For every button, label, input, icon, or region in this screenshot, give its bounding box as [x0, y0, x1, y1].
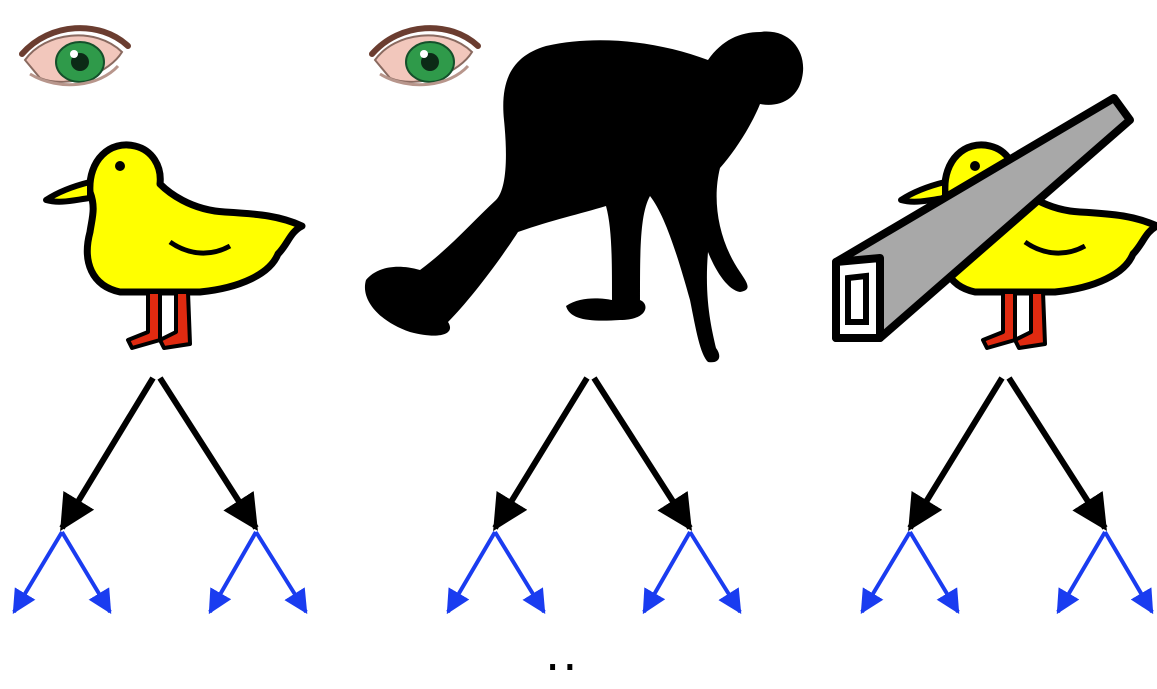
- secondary-arrow: [910, 532, 958, 612]
- secondary-arrow: [690, 532, 740, 612]
- secondary-arrow: [448, 532, 495, 612]
- continuation-ellipsis: ..: [545, 630, 645, 678]
- secondary-arrow: [495, 532, 544, 612]
- secondary-arrow: [62, 532, 110, 612]
- secondary-arrow: [862, 532, 910, 612]
- primary-arrow: [495, 378, 587, 528]
- secondary-arrow: [210, 532, 256, 612]
- secondary-arrow: [1105, 532, 1152, 612]
- duck-icon: [46, 145, 302, 348]
- secondary-arrow: [644, 532, 690, 612]
- primary-arrow: [1009, 378, 1105, 528]
- secondary-arrow: [14, 532, 62, 612]
- eye-icon: [22, 28, 128, 85]
- eye-icon: [372, 28, 478, 85]
- primary-arrow: [160, 378, 256, 528]
- primary-arrow: [62, 378, 153, 528]
- secondary-arrow: [1058, 532, 1105, 612]
- primary-arrow: [594, 378, 690, 528]
- primary-arrow: [910, 378, 1002, 528]
- branch-tree-3: [862, 378, 1152, 612]
- branch-tree-1: [14, 378, 306, 612]
- secondary-arrow: [256, 532, 306, 612]
- branch-tree-2: [448, 378, 740, 612]
